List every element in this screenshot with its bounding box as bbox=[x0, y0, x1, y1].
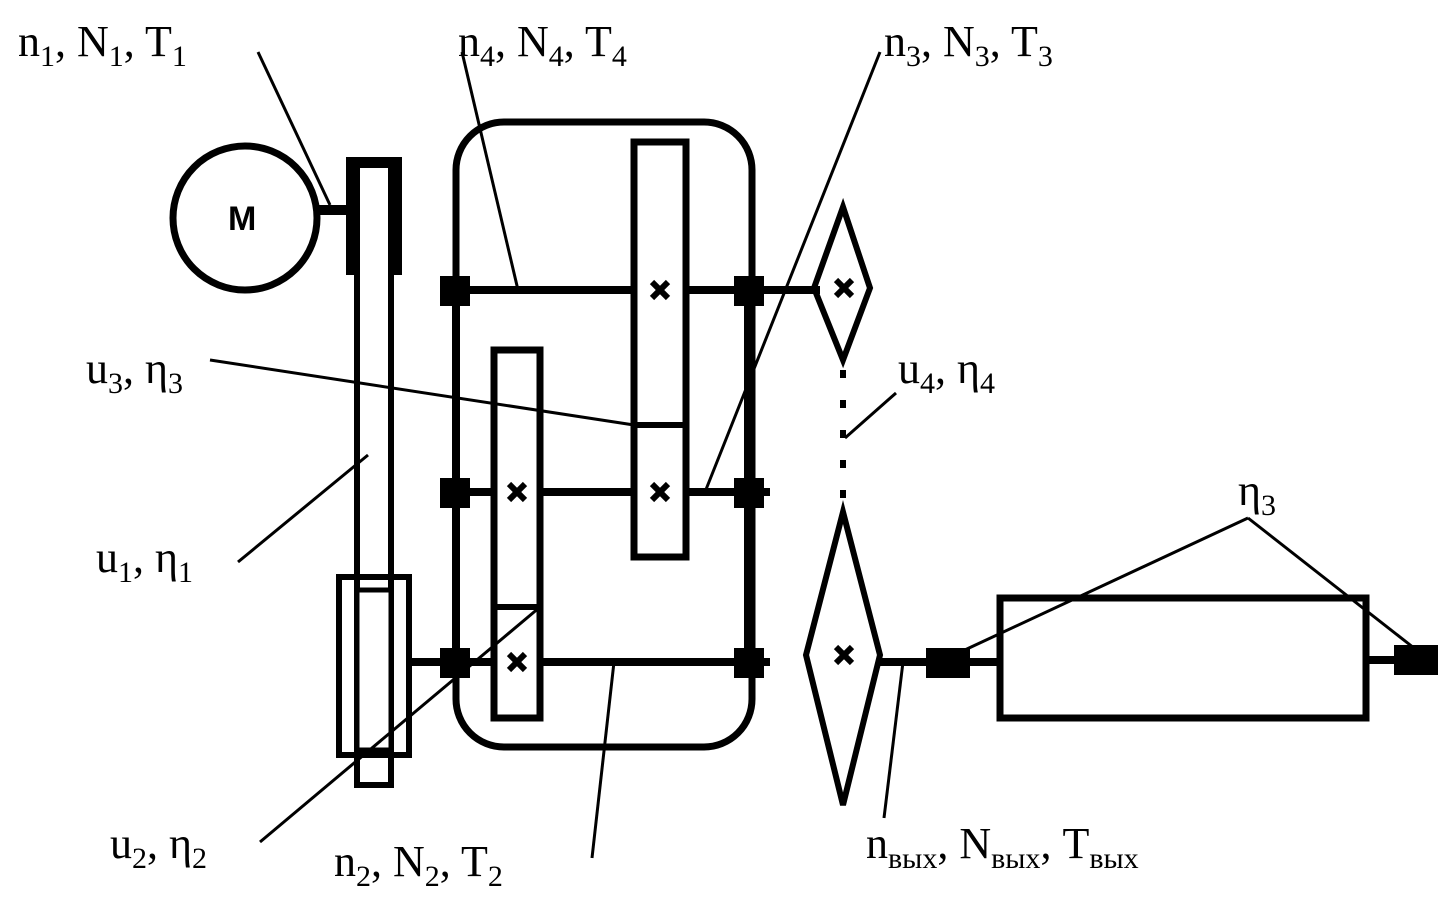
leader-lines bbox=[209, 51, 1415, 859]
label-u1-eta1: u1, η1 bbox=[96, 533, 193, 589]
motor-label: M bbox=[228, 200, 256, 238]
label-nout-Nout-Tout: nвых, Nвых, Tвых bbox=[866, 819, 1139, 875]
label-n3-N3-T3: n3, N3, T3 bbox=[884, 17, 1053, 73]
bearing bbox=[440, 276, 470, 306]
bearing bbox=[1394, 645, 1438, 675]
motor-circle bbox=[169, 142, 321, 294]
drum bbox=[996, 594, 1370, 722]
bearing bbox=[734, 276, 764, 306]
sprocket-bottom bbox=[802, 500, 884, 806]
label-u2-eta2: u2, η2 bbox=[110, 819, 207, 875]
label-u3-eta3: u3, η3 bbox=[86, 344, 183, 400]
fix-mark bbox=[506, 279, 671, 673]
bearing bbox=[440, 478, 470, 508]
bearing bbox=[440, 648, 470, 678]
fix-mark bbox=[833, 277, 855, 666]
label-n4-N4-T4: n4, N4, T4 bbox=[458, 17, 627, 73]
label-eta3: η3 bbox=[1238, 466, 1276, 522]
bearing bbox=[734, 478, 764, 508]
gear-middle-large bbox=[490, 346, 544, 722]
label-u4-eta4: u4, η4 bbox=[898, 344, 995, 400]
gear-top-large bbox=[630, 138, 690, 561]
sprocket-top bbox=[810, 197, 874, 369]
bottom-pulley-inner bbox=[354, 587, 394, 753]
bearing bbox=[926, 648, 970, 678]
label-n2-N2-T2: n2, N2, T2 bbox=[334, 837, 503, 893]
bearing bbox=[734, 648, 764, 678]
label-n1-N1-T1: n1, N1, T1 bbox=[18, 17, 187, 73]
